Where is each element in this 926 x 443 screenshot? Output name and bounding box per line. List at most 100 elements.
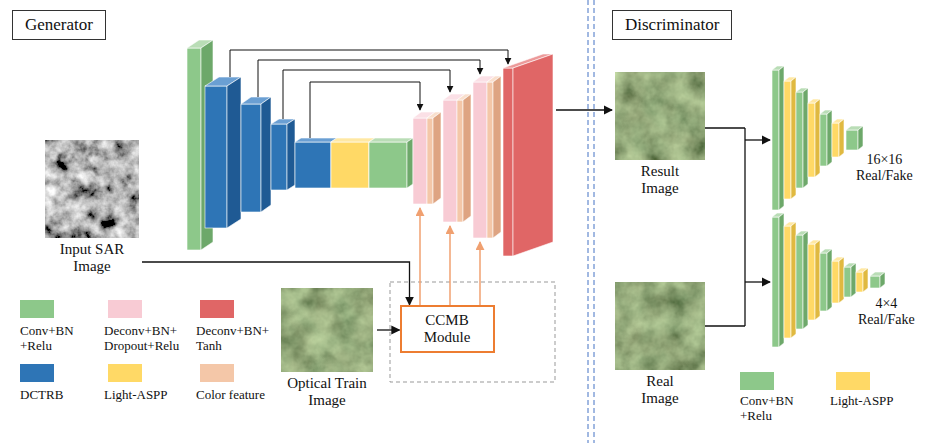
- legend-text: Deconv+BN+ Tanh: [196, 324, 269, 354]
- block-face: [820, 253, 827, 311]
- block-face: [870, 276, 880, 288]
- legend-swatch: [740, 372, 774, 390]
- deconv-block: [413, 112, 441, 204]
- block-face: [839, 257, 844, 303]
- block-face: [369, 138, 413, 142]
- divider-line: [588, 0, 589, 443]
- block-face: [779, 66, 784, 210]
- divider-line: [594, 0, 595, 443]
- block-face: [846, 130, 858, 150]
- image-caption: Input SAR Image: [50, 241, 135, 276]
- input-arrow: [745, 139, 770, 140]
- legend-swatch: [108, 364, 142, 382]
- deconv-block: [473, 76, 501, 238]
- input-arrow: [745, 281, 770, 282]
- legend-text: DCTRB: [20, 388, 63, 403]
- block-face: [503, 68, 513, 256]
- legend-holder: Deconv+BN+ Dropout+Relu: [104, 324, 179, 354]
- feature-arrow: [419, 208, 421, 305]
- aspp-block: [331, 138, 375, 188]
- input-line: [744, 128, 745, 326]
- block-face: [227, 77, 241, 228]
- block-face: [815, 240, 820, 320]
- module-region: [390, 282, 555, 382]
- legend-text: Color feature: [196, 388, 265, 403]
- skip-line: [258, 60, 480, 97]
- image-panel: Input SAR Image: [42, 140, 142, 276]
- legend-swatch: [200, 300, 234, 318]
- legend-text: Deconv+BN+ Dropout+Relu: [104, 324, 179, 354]
- output-block: [503, 54, 553, 256]
- block-face: [407, 138, 413, 188]
- block-face: [772, 217, 779, 347]
- legend-holder: Deconv+BN+ Tanh: [196, 324, 269, 354]
- block-face: [856, 272, 863, 292]
- block-face: [463, 94, 471, 222]
- legend-swatch: [20, 300, 54, 318]
- block-face: [796, 235, 803, 329]
- block-face: [413, 118, 427, 204]
- block-face: [808, 244, 815, 320]
- legend-swatch: [20, 364, 54, 382]
- block-face: [844, 267, 851, 297]
- block-face: [493, 76, 501, 238]
- block-face: [457, 100, 463, 222]
- sar-image: [45, 140, 139, 238]
- block-face: [820, 114, 827, 166]
- block-face: [205, 86, 227, 228]
- skip-line: [230, 50, 508, 77]
- block-face: [791, 222, 796, 338]
- feature-arrow: [449, 226, 451, 305]
- label-holder: 4×4 Real/Fake: [858, 296, 915, 328]
- block-face: [473, 82, 487, 238]
- block-face: [187, 48, 201, 250]
- result-image: [615, 72, 705, 160]
- block-face: [369, 142, 407, 188]
- dctrb-block: [271, 119, 295, 190]
- legend-text: Light-ASPP: [830, 394, 894, 409]
- block-face: [427, 118, 433, 204]
- image-caption: Optical Train Image: [280, 375, 375, 410]
- block-face: [784, 81, 791, 199]
- image-panel: Optical Train Image: [277, 288, 377, 410]
- deconv-block: [443, 94, 471, 222]
- block-face: [331, 138, 375, 142]
- module-box: CCMB Module: [400, 305, 495, 354]
- legend-swatch: [836, 372, 870, 390]
- legend-swatch: [200, 364, 234, 382]
- connector: [142, 262, 410, 305]
- legend-text: Conv+BN +Relu: [20, 324, 74, 354]
- module-label: CCMB Module: [424, 312, 471, 347]
- skip-connections: [230, 50, 508, 138]
- image-panel: Result Image: [612, 72, 708, 198]
- legend-text: Conv+BN +Relu: [740, 394, 794, 424]
- image-caption: Real Image: [641, 373, 678, 408]
- block-face: [295, 142, 331, 188]
- block-face: [487, 82, 493, 238]
- block-face: [433, 112, 441, 204]
- section-heading: Generator: [12, 10, 106, 40]
- block-face: [832, 261, 839, 303]
- block-face: [803, 88, 808, 188]
- discriminator-inputs: [705, 128, 770, 326]
- block-face: [295, 138, 337, 142]
- color-feature-arrows: [420, 208, 480, 305]
- block-face: [796, 92, 803, 188]
- block-face: [832, 123, 839, 157]
- block-face: [851, 263, 856, 297]
- conv-block: [369, 138, 413, 188]
- legend-holder: Light-ASPP: [104, 388, 168, 403]
- block-face: [808, 103, 815, 177]
- heading-text: Discriminator: [625, 15, 719, 35]
- legend-swatch: [108, 300, 142, 318]
- block-face: [827, 110, 832, 166]
- input-line: [705, 325, 745, 326]
- legend-holder: DCTRB: [20, 388, 63, 403]
- legend-holder: Conv+BN +Relu: [20, 324, 74, 354]
- block-face: [779, 213, 784, 347]
- block-face: [287, 119, 295, 190]
- block-face: [443, 100, 457, 222]
- output-label: 16×16 Real/Fake: [856, 152, 913, 184]
- image-caption: Result Image: [641, 163, 679, 198]
- block-face: [261, 97, 271, 212]
